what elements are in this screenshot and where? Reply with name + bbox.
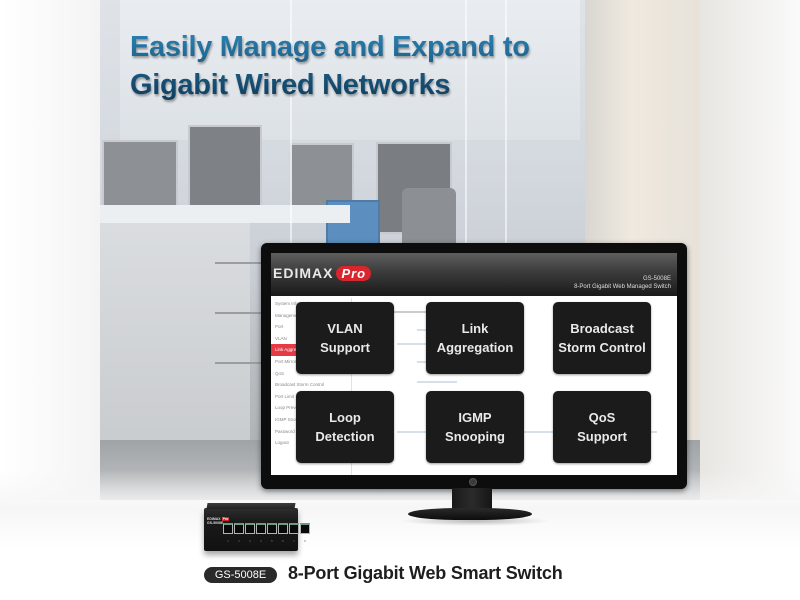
web-ui-model-info: GS-5008E 8-Port Gigabit Web Managed Swit… [574, 275, 671, 291]
model-badge: GS-5008E [204, 567, 277, 583]
port-number: 6 [282, 539, 284, 543]
sidebar-item-system-information[interactable]: System Information [275, 301, 314, 306]
sidebar-item-port[interactable]: Port [275, 324, 284, 330]
drawer-handle [215, 312, 265, 314]
sidebar-divider [351, 298, 352, 475]
port-number: 7 [293, 539, 295, 543]
network-switch-device: EDIMAX Pro GS-5008E 1 2 3 4 5 6 7 8 [204, 503, 310, 551]
background-left [0, 0, 100, 500]
background-chair [402, 188, 456, 248]
background-monitor [188, 125, 262, 211]
sidebar-item-vlan[interactable]: VLAN [275, 335, 287, 341]
background-monitor [102, 140, 178, 214]
background-right [700, 0, 800, 500]
power-button-icon [469, 478, 477, 486]
web-ui-model: GS-5008E [642, 276, 671, 282]
port-number: 8 [304, 539, 306, 543]
monitor-shadow [400, 516, 550, 526]
background-cabinet [100, 223, 250, 473]
feature-vlan-support: VLAN Support [296, 302, 394, 374]
monitor-neck [452, 488, 492, 510]
feature-subtitle: Detection [315, 429, 375, 444]
ethernet-port-icon [256, 523, 266, 534]
ethernet-ports [223, 523, 310, 534]
content-line [397, 431, 657, 433]
web-ui-model-subtitle: 8-Port Gigabit Web Managed Switch [574, 284, 671, 290]
sidebar-item-port-limit[interactable]: Port Limit [275, 393, 295, 399]
brand-name: EDIMAX [273, 265, 334, 281]
feature-igmp-snooping: IGMP Snooping [426, 391, 524, 463]
port-number: 1 [227, 539, 229, 543]
feature-title: QoS [588, 410, 616, 425]
sidebar-item-logout[interactable]: Logout [275, 440, 289, 446]
headline-line-1: Easily Manage and Expand to [130, 31, 530, 63]
background-desk [100, 205, 350, 223]
feature-title: IGMP [458, 410, 492, 425]
ethernet-port-icon [267, 523, 277, 534]
switch-model-label: GS-5008E [207, 521, 224, 525]
sidebar-item-igmp-snooping[interactable]: IGMP Snooping [275, 416, 307, 422]
drawer-handle [215, 262, 265, 264]
switch-top-panel [206, 503, 296, 509]
product-title: 8-Port Gigabit Web Smart Switch [288, 563, 563, 583]
feature-subtitle: Support [577, 429, 627, 444]
sidebar-item-broadcast-storm-control[interactable]: Broadcast Storm Control [275, 382, 325, 388]
bottom-fade [0, 470, 800, 600]
background-monitor [290, 143, 354, 207]
feature-subtitle: Storm Control [558, 340, 646, 355]
switch-logo: EDIMAX Pro GS-5008E [207, 517, 230, 525]
brand-pro-badge: Pro [336, 266, 372, 281]
glass-frame [505, 0, 507, 420]
content-line [397, 343, 447, 345]
port-number: 4 [260, 539, 262, 543]
headline-line-2: Gigabit Wired Networks [130, 69, 451, 101]
glass-frame [465, 0, 467, 420]
feature-title: Link [461, 321, 489, 336]
sidebar-item-loop-prevention[interactable]: Loop Prevention [275, 405, 308, 411]
sidebar-item-password[interactable]: Password [275, 428, 295, 434]
drawer-handle [215, 362, 265, 364]
feature-title: Loop [329, 410, 361, 425]
feature-title: Broadcast [570, 321, 634, 336]
office-window [120, 0, 580, 140]
feature-subtitle: Aggregation [436, 340, 514, 355]
port-number: 3 [249, 539, 251, 543]
sidebar-item-qos[interactable]: QoS [275, 370, 285, 376]
sidebar-item-port-mirroring[interactable]: Port Mirroring [275, 358, 303, 364]
ethernet-port-icon [234, 523, 244, 534]
content-line [377, 311, 437, 313]
content-line [417, 381, 457, 383]
ethernet-port-icon [300, 523, 310, 534]
port-number: 2 [238, 539, 240, 543]
feature-title: VLAN [327, 321, 363, 336]
feature-subtitle: Snooping [445, 429, 505, 444]
feature-qos-support: QoS Support [553, 391, 651, 463]
sidebar-item-management[interactable]: Management [275, 312, 302, 318]
ethernet-port-icon [223, 523, 233, 534]
port-numbers: 1 2 3 4 5 6 7 8 [223, 539, 310, 543]
glass-frame [290, 0, 292, 420]
ethernet-port-icon [289, 523, 299, 534]
port-number: 5 [271, 539, 273, 543]
switch-brand-pro: Pro [221, 517, 230, 521]
ethernet-port-icon [278, 523, 288, 534]
monitor-base [408, 508, 532, 520]
headline: Easily Manage and Expand to Gigabit Wire… [130, 28, 530, 104]
switch-brand: EDIMAX [207, 517, 221, 521]
feature-subtitle: Support [320, 340, 370, 355]
ethernet-port-icon [245, 523, 255, 534]
